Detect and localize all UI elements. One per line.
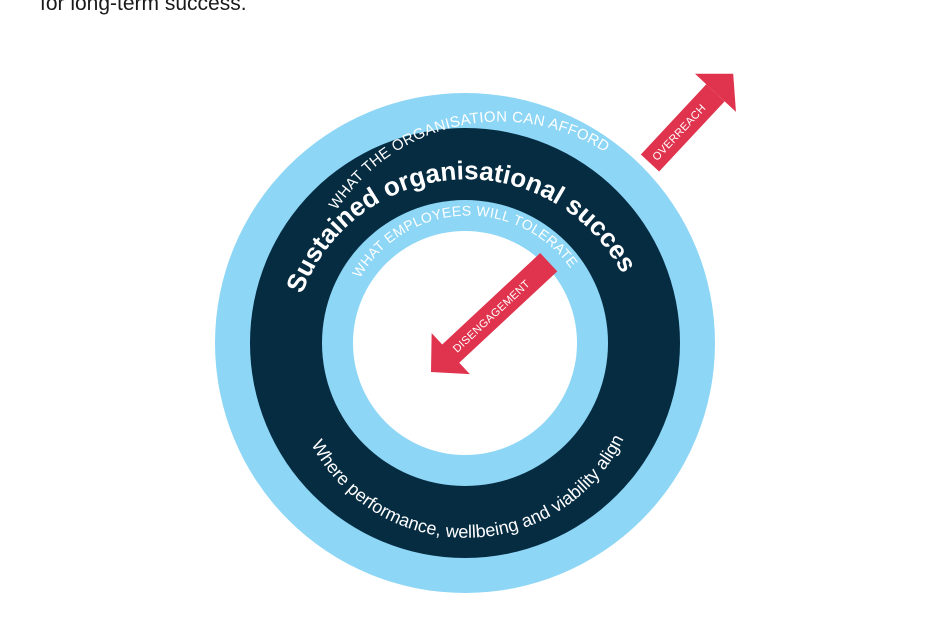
overreach-arrow-shaft — [640, 84, 725, 172]
overreach-label: OVERREACH — [650, 102, 708, 163]
intro-text: for long-term success. — [40, 0, 247, 15]
disengagement-arrow-shaft — [438, 253, 558, 367]
overreach-arrow: OVERREACH — [640, 73, 736, 172]
disengagement-arrow-head — [431, 333, 470, 375]
overreach-arrow-head — [694, 73, 736, 112]
